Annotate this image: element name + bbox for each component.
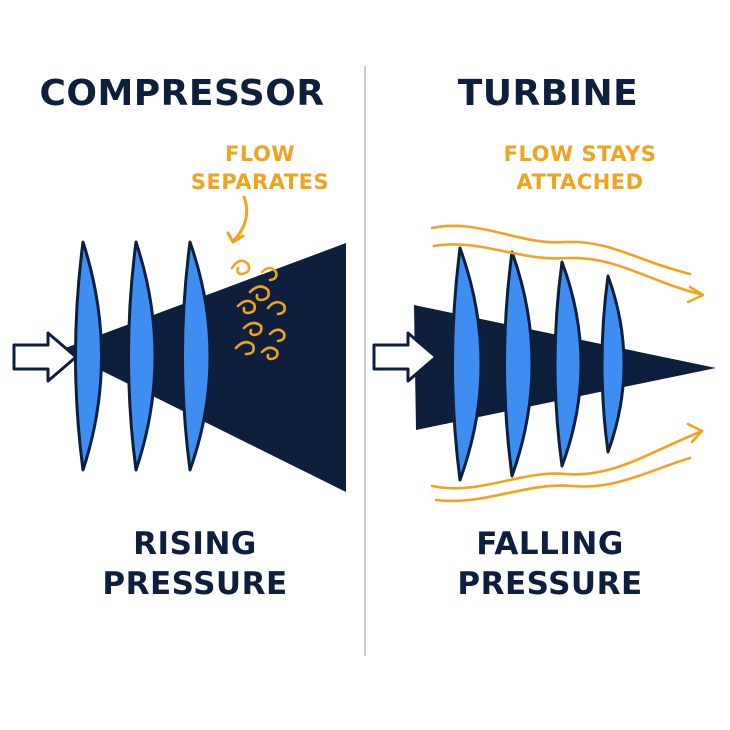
compressor-flow-note-line1: FLOW: [225, 142, 295, 166]
turbine-caption: FALLING PRESSURE: [390, 524, 710, 604]
section-divider: [364, 66, 366, 656]
turbine-title: TURBINE: [457, 73, 639, 114]
compressor-caption: RISING PRESSURE: [40, 524, 350, 604]
turbine-blade-1: [451, 246, 483, 482]
compressor-caption-line1: RISING: [133, 526, 257, 562]
turbine-flow-note: FLOW STAYS ATTACHED: [480, 140, 680, 196]
turbine-inlet-arrow-icon: [372, 331, 438, 383]
compressor-flow-note: FLOW SEPARATES: [190, 140, 330, 196]
separation-callout-arrow-icon: [232, 195, 249, 242]
compressor-caption-line2: PRESSURE: [102, 566, 288, 602]
turbine-caption-line2: PRESSURE: [457, 566, 643, 602]
turbine-flow-note-line1: FLOW STAYS: [503, 142, 657, 166]
compressor-blade-2: [127, 240, 157, 472]
turbine-blade-4: [600, 274, 626, 454]
compressor-blade-3: [181, 240, 212, 472]
compressor-inlet-arrow-icon: [12, 331, 78, 383]
compressor-flow-note-line2: SEPARATES: [190, 170, 330, 194]
turbine-blade-3: [553, 260, 583, 468]
compressor-title: COMPRESSOR: [39, 73, 325, 114]
attached-flow-lines-icon: [430, 224, 705, 503]
turbulence-swirls-icon: [230, 259, 287, 361]
turbine-flow-note-line2: ATTACHED: [516, 170, 644, 194]
turbine-caption-line1: FALLING: [476, 526, 624, 562]
compressor-blade-1: [74, 240, 103, 472]
turbine-blade-2: [503, 250, 534, 478]
compressor-diagram: [12, 195, 346, 492]
turbine-diagram: [372, 224, 716, 503]
